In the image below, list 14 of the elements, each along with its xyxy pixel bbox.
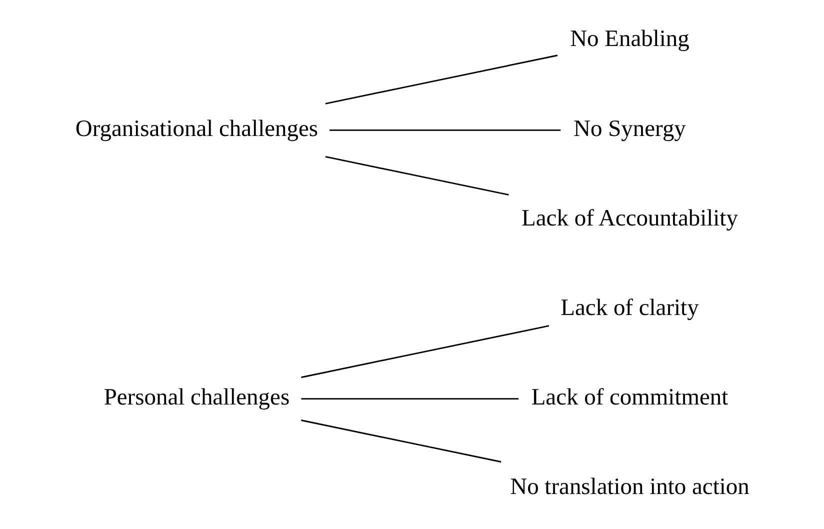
node-text: No Synergy [573, 116, 686, 142]
node-text: Personal challenges [103, 384, 290, 410]
connector [324, 54, 558, 104]
node-text: No Enabling [570, 26, 689, 52]
node-text: Lack of clarity [560, 294, 698, 321]
connector [329, 129, 560, 131]
connector [300, 420, 501, 463]
node-text: Organisational challenges [74, 116, 318, 142]
node-text: Lack of commitment [530, 384, 728, 410]
connector [324, 156, 508, 196]
node-text: Lack of Accountability [521, 205, 738, 232]
connector [300, 398, 518, 400]
connector [300, 325, 549, 378]
node-text: No translation into action [510, 474, 749, 500]
